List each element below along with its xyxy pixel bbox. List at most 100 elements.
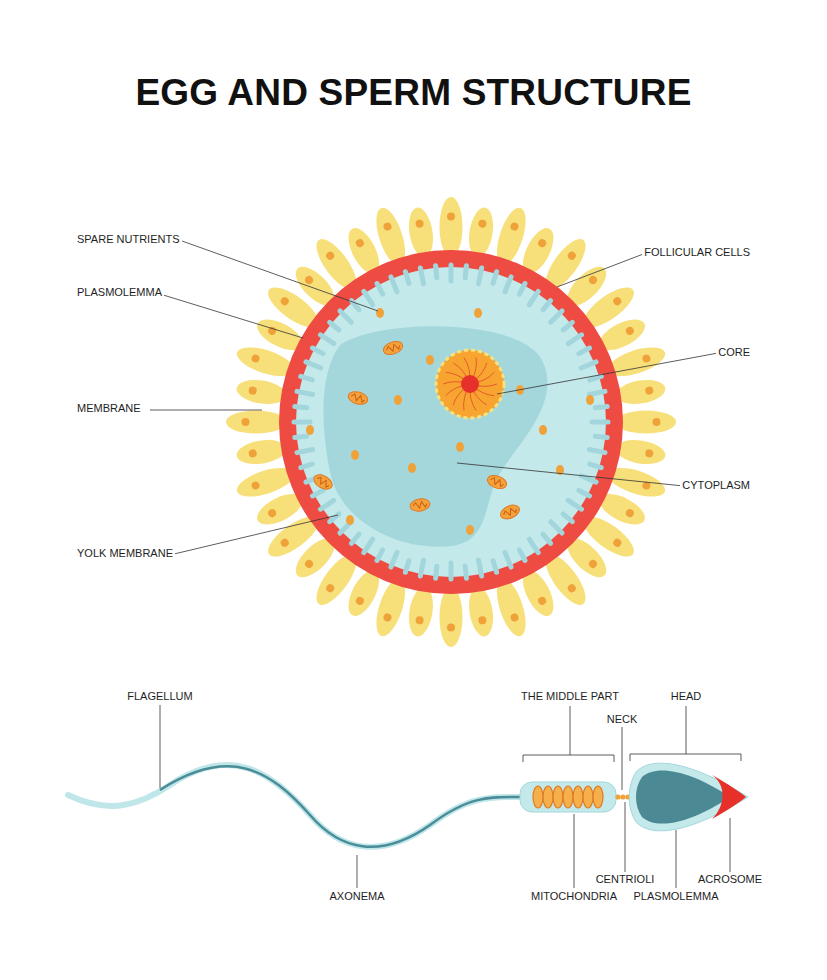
- cell-nucleus: [382, 222, 392, 232]
- cell-nucleus: [645, 386, 654, 395]
- part-label: NECK: [605, 713, 640, 726]
- cell-nucleus: [382, 612, 392, 622]
- cell-nucleus: [566, 250, 577, 261]
- cytoplasm-region: [323, 326, 547, 546]
- nutrient-granule: [394, 395, 402, 405]
- leader-line: [174, 515, 338, 554]
- villus: [297, 391, 313, 394]
- part-label: CENTRIOLI: [594, 873, 657, 886]
- bracket: [523, 706, 614, 762]
- leader-line: [150, 410, 262, 411]
- leader-line: [457, 463, 684, 486]
- villus: [420, 268, 423, 284]
- part-label: AXONEMA: [327, 890, 386, 903]
- villus: [465, 266, 466, 278]
- leader-line: [182, 241, 378, 311]
- cytoplasm-light: [296, 267, 606, 577]
- mitochondrion: [498, 502, 521, 521]
- villus: [551, 522, 562, 533]
- follicular-cell: [226, 411, 286, 434]
- part-label: PLASMOLEMMA: [632, 890, 721, 903]
- leader-line: [557, 253, 646, 287]
- part-label: FLAGELLUM: [125, 690, 194, 703]
- villus: [592, 420, 608, 425]
- villus: [405, 272, 408, 283]
- villus: [377, 284, 383, 295]
- follicular-cell: [235, 437, 288, 468]
- follicular-cell: [406, 585, 437, 638]
- leader-line: [497, 353, 718, 394]
- villus: [563, 514, 572, 522]
- nucleolus: [461, 375, 479, 393]
- part-label: ACROSOME: [696, 873, 764, 886]
- leader-line: [160, 294, 303, 338]
- villus: [377, 550, 383, 561]
- villus: [340, 311, 351, 322]
- nutrient-granule: [408, 463, 416, 473]
- villus: [436, 566, 437, 578]
- cell-nucleus: [587, 274, 598, 285]
- cell-nucleus: [478, 616, 487, 625]
- villus: [351, 534, 359, 543]
- cell-nucleus: [267, 508, 278, 519]
- diagram-title: EGG AND SPERM STRUCTURE: [0, 72, 827, 114]
- cell-nucleus: [447, 624, 455, 632]
- villus: [364, 539, 373, 552]
- villus: [543, 534, 551, 543]
- nutrient-granule: [474, 308, 482, 318]
- cell-nucleus: [303, 558, 314, 569]
- cell-nucleus: [612, 537, 623, 548]
- membrane-ring: [279, 250, 623, 594]
- villus: [465, 566, 466, 578]
- cell-nucleus: [478, 219, 487, 228]
- nutrient-granule: [351, 450, 359, 460]
- villus: [313, 348, 324, 354]
- cell-nucleus: [537, 595, 548, 606]
- villus: [505, 277, 511, 292]
- follicular-cell: [614, 437, 667, 468]
- villus: [479, 560, 482, 576]
- plasmolemma-villi: [294, 265, 608, 579]
- cell-nucleus: [354, 595, 365, 606]
- villus: [313, 490, 324, 496]
- cell-nucleus: [303, 274, 314, 285]
- villus: [590, 376, 601, 379]
- follicular-cell: [466, 206, 497, 259]
- mitochondrion: [409, 497, 431, 512]
- cell-nucleus: [653, 418, 661, 426]
- cell-nucleus: [624, 325, 635, 336]
- villus: [306, 362, 321, 368]
- cell-nucleus: [415, 616, 424, 625]
- cell-nucleus: [537, 238, 548, 249]
- villus: [405, 561, 408, 572]
- villus: [529, 539, 538, 552]
- nutrient-granule: [376, 308, 384, 318]
- cell-nucleus: [645, 449, 654, 458]
- leader-line: [622, 727, 623, 790]
- cell-nucleus: [279, 537, 290, 548]
- villus: [595, 436, 607, 437]
- part-label: THE MIDDLE PART: [519, 690, 621, 703]
- part-label: FOLLICULAR CELLS: [642, 246, 752, 259]
- villus: [563, 322, 572, 330]
- mitochondrion: [382, 339, 405, 357]
- villus: [391, 277, 397, 292]
- nucleus: [436, 350, 504, 418]
- leader-line: [357, 855, 358, 888]
- villus: [436, 266, 437, 278]
- follicular-cell: [235, 377, 288, 408]
- nutrient-granule: [456, 442, 464, 452]
- leader-line: [730, 818, 731, 872]
- cell-nucleus: [248, 449, 257, 458]
- leader-line: [160, 705, 161, 788]
- leader-line: [676, 830, 677, 888]
- villus: [543, 301, 551, 310]
- villus: [391, 552, 397, 567]
- villus: [589, 391, 605, 394]
- cell-nucleus: [447, 213, 455, 221]
- flagellum-sheath: [68, 765, 524, 847]
- cell-nucleus: [325, 583, 336, 594]
- villus: [449, 265, 454, 281]
- villus: [505, 552, 511, 567]
- villus: [295, 407, 307, 408]
